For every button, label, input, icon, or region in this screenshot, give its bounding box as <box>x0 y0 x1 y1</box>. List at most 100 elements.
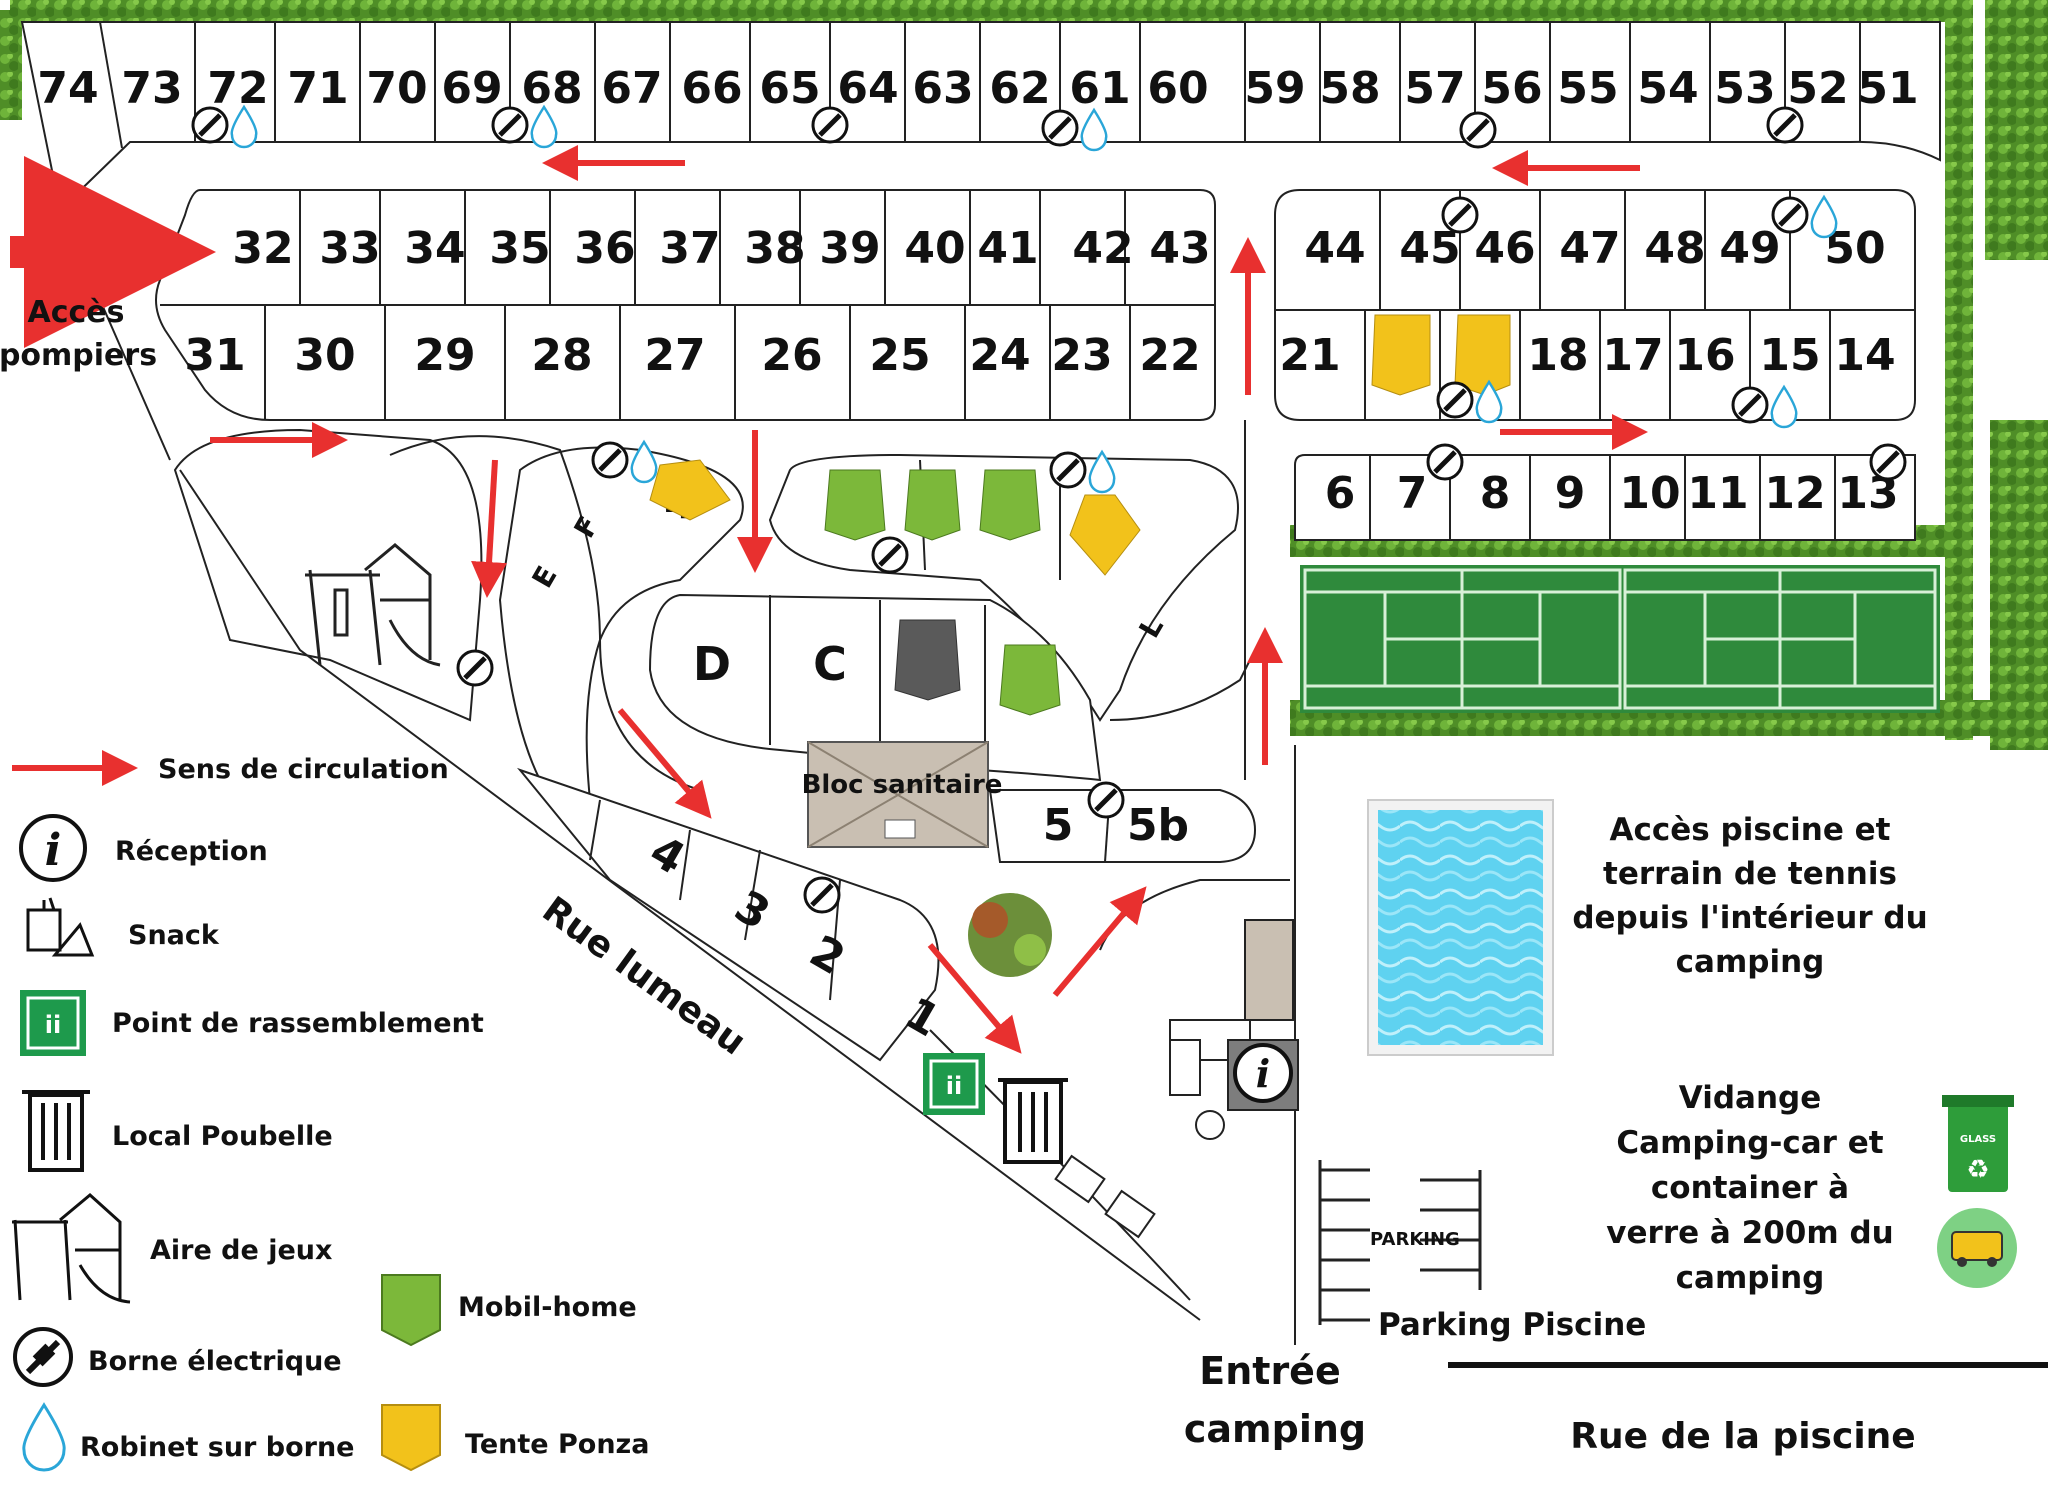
electric-plug-icon <box>1448 203 1472 227</box>
pitch-67: 67 <box>601 63 662 114</box>
playground-icon <box>12 1193 131 1304</box>
sanitary-block <box>807 741 989 848</box>
trash-icon <box>22 1090 90 1172</box>
pitch-65: 65 <box>759 63 820 114</box>
pitch-44: 44 <box>1304 223 1365 274</box>
entrance-label-2: camping <box>1184 1407 1366 1451</box>
pitch-9: 9 <box>1555 468 1586 519</box>
pitch-38: 38 <box>744 223 805 274</box>
pitch-8: 8 <box>1480 468 1511 519</box>
pitch-59: 59 <box>1244 63 1305 114</box>
dump-info-5: camping <box>1676 1260 1825 1296</box>
pitch-18: 18 <box>1527 330 1588 381</box>
electric-plug-icon <box>598 448 622 472</box>
pitch-49: 49 <box>1719 223 1780 274</box>
pitch-73: 73 <box>121 63 182 114</box>
pool <box>1367 799 1554 1056</box>
legend: Sens de circulation i Réception Snack ii… <box>12 750 649 1472</box>
pitch-42: 42 <box>1072 223 1133 274</box>
sanitary-label: Bloc sanitaire <box>802 770 1003 800</box>
pitch-71: 71 <box>287 63 348 114</box>
pitch-6: 6 <box>1325 468 1356 519</box>
pitch-72: 72 <box>207 63 268 114</box>
pitch-7: 7 <box>1397 468 1428 519</box>
water-drop-icon <box>1770 384 1798 429</box>
parking-area <box>1318 1160 1482 1325</box>
pitch-10: 10 <box>1619 468 1680 519</box>
pitch-30: 30 <box>294 330 355 381</box>
pitch-32: 32 <box>232 223 293 274</box>
entrance-label-1: Entrée <box>1199 1349 1340 1393</box>
pitch-47: 47 <box>1559 223 1620 274</box>
traffic-arrows <box>10 145 1648 1054</box>
pitch-70: 70 <box>366 63 427 114</box>
pitch-23: 23 <box>1051 330 1112 381</box>
snack-icon <box>26 897 95 957</box>
pitch-40: 40 <box>904 223 965 274</box>
electric-plug-icon <box>1466 118 1490 142</box>
recycle-bin-icon: GLASS ♻ <box>1942 1095 2014 1192</box>
info-icon: i <box>1233 1043 1293 1103</box>
pitch-21: 21 <box>1279 330 1340 381</box>
pitch-45: 45 <box>1399 223 1460 274</box>
pitch-43: 43 <box>1149 223 1210 274</box>
water-drop-icon <box>1810 194 1838 239</box>
parking-sign: PARKING <box>1370 1229 1460 1250</box>
pitch-60: 60 <box>1147 63 1208 114</box>
svg-text:ii: ii <box>946 1072 962 1100</box>
pitch-69: 69 <box>441 63 502 114</box>
pitch-22: 22 <box>1139 330 1200 381</box>
water-drop-icon <box>230 104 258 149</box>
legend-trash: Local Poubelle <box>112 1121 333 1152</box>
pitch-25: 25 <box>869 330 930 381</box>
top-row <box>20 21 1941 212</box>
electric-plug-icon <box>1048 116 1072 140</box>
parking-piscine: Parking Piscine <box>1378 1307 1646 1343</box>
electric-plug-icon <box>878 543 902 567</box>
playground-icon <box>305 543 441 667</box>
legend-mobilhome: Mobil-home <box>458 1292 637 1323</box>
pitch-15: 15 <box>1759 330 1820 381</box>
pitch-37: 37 <box>659 223 720 274</box>
pitch-61: 61 <box>1069 63 1130 114</box>
legend-snack: Snack <box>128 920 220 951</box>
electric-plug-icon <box>1876 450 1900 474</box>
legend-assembly: Point de rassemblement <box>112 1008 484 1039</box>
water-drop-icon <box>1088 449 1116 494</box>
tent-icon <box>381 1404 441 1472</box>
pitch-11: 11 <box>1687 468 1748 519</box>
pitch-5: 5 <box>1043 800 1074 851</box>
water-drop-icon <box>530 104 558 149</box>
electric-plug-icon <box>1738 393 1762 417</box>
pitch-63: 63 <box>912 63 973 114</box>
access-label-2: pompiers <box>0 338 157 373</box>
pitch-46: 46 <box>1474 223 1535 274</box>
electric-plug-icon <box>818 113 842 137</box>
pool-info-3: depuis l'intérieur du <box>1572 900 1927 936</box>
dump-info-2: Camping-car et <box>1616 1125 1883 1161</box>
svg-text:♻: ♻ <box>1966 1155 1989 1185</box>
pitch-14: 14 <box>1834 330 1895 381</box>
svg-text:i: i <box>1256 1051 1270 1096</box>
pitch-31: 31 <box>184 330 245 381</box>
central-islands <box>59 209 1296 1345</box>
svg-text:ii: ii <box>45 1011 61 1039</box>
electric-plug-icon <box>1094 788 1118 812</box>
legend-playground: Aire de jeux <box>150 1235 332 1266</box>
pitch-36: 36 <box>574 223 635 274</box>
electric-plug-icon <box>1056 458 1080 482</box>
legend-electric: Borne électrique <box>88 1346 342 1377</box>
pitch-27: 27 <box>644 330 705 381</box>
pitch-51: 51 <box>1857 63 1918 114</box>
svg-text:i: i <box>45 825 62 876</box>
pitch-53: 53 <box>1714 63 1775 114</box>
right-block <box>1274 189 1916 421</box>
electric-plug-icon <box>1773 113 1797 137</box>
electric-plug-icon <box>13 1327 73 1387</box>
pitch-33: 33 <box>319 223 380 274</box>
electric-plug-icon <box>498 113 522 137</box>
pitch-56: 56 <box>1481 63 1542 114</box>
pitch-57: 57 <box>1404 63 1465 114</box>
